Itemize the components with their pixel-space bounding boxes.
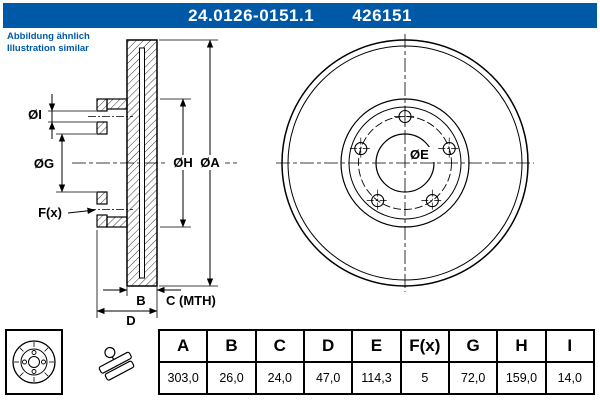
front-view [276, 34, 534, 292]
col-header-f: F(x) [399, 331, 448, 361]
value-a: 303,0 [167, 371, 199, 385]
spec-table: A B C D E F(x) G H I 303,0 26,0 24,0 47,… [158, 329, 595, 395]
col-header-i: I [544, 331, 593, 361]
header-bar: 24.0126-0151.1 426151 [3, 3, 597, 28]
dim-label-dia-e: ØE [410, 147, 429, 162]
value-i: 14,0 [544, 363, 593, 393]
dim-label-b: B [136, 293, 145, 308]
col-header-g: G [447, 331, 496, 361]
dim-label-d: D [126, 313, 135, 328]
col-header-h: H [496, 331, 544, 361]
spec-table-header-row: A B C D E F(x) G H I [160, 331, 593, 363]
col-header-c: C [254, 331, 303, 361]
value-b: 26,0 [206, 363, 254, 393]
col-header-b: B [206, 331, 254, 361]
value-g: 72,0 [447, 363, 496, 393]
disc-icon-box [5, 329, 63, 395]
value-d: 47,0 [302, 363, 351, 393]
caliper-icon-wrap [92, 341, 140, 392]
col-header-d: D [302, 331, 351, 361]
dim-label-c: C (MTH) [166, 293, 216, 308]
spec-table-value-row: 303,0 26,0 24,0 47,0 114,3 5 72,0 159,0 … [160, 363, 593, 393]
value-f: 5 [399, 363, 448, 393]
brake-disc-icon [12, 339, 56, 384]
technical-drawing: ØI ØG F(x) ØH ØA B C (MTH) D [28, 34, 534, 328]
similarity-note: Abbildung ähnlich Illustration similar [7, 31, 90, 55]
note-line-de: Abbildung ähnlich [7, 31, 90, 42]
caliper-icon [98, 346, 135, 381]
note-line-en: Illustration similar [7, 42, 89, 54]
dim-label-dia-g: ØG [34, 156, 54, 171]
bolt-hole-centermarks [349, 105, 461, 212]
dim-label-dia-i: ØI [28, 107, 42, 122]
dim-label-dia-a: ØA [200, 155, 220, 170]
value-h: 159,0 [496, 363, 544, 393]
dim-label-dia-h: ØH [173, 155, 193, 170]
catalog-number: 426151 [352, 5, 412, 25]
value-c: 24,0 [254, 363, 303, 393]
section-view [72, 39, 240, 287]
value-e: 114,3 [351, 363, 399, 393]
col-header-e: E [351, 331, 399, 361]
dim-label-f: F(x) [38, 205, 62, 220]
part-number: 24.0126-0151.1 [188, 5, 315, 25]
col-header-a: A [177, 336, 190, 355]
section-dimensions [48, 39, 225, 318]
